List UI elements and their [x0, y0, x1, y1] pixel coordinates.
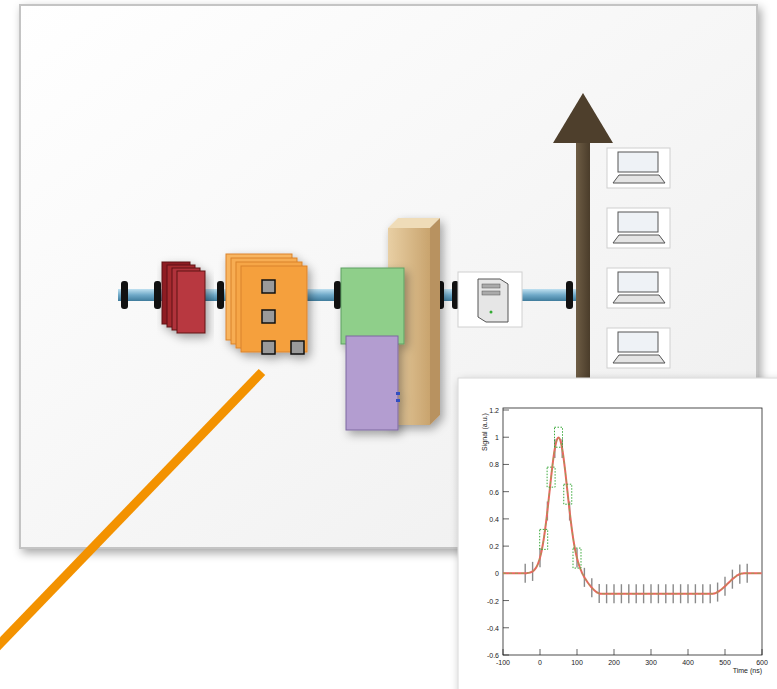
x-tick	[725, 649, 726, 655]
purple-box	[346, 336, 398, 430]
signal-plot	[503, 408, 762, 655]
power-led	[490, 311, 493, 314]
x-tick-label: 400	[682, 659, 694, 666]
connector-bit	[396, 399, 400, 402]
axis-title: Time (ns)	[733, 667, 762, 674]
x-tick-label: 200	[608, 659, 620, 666]
x-tick	[762, 649, 763, 655]
screen	[618, 332, 658, 352]
plot-inset	[458, 378, 777, 689]
arrow-head	[553, 93, 613, 143]
fit-curve	[503, 438, 762, 594]
icon-frame	[607, 268, 670, 308]
tower-body	[478, 279, 508, 322]
chip	[262, 341, 275, 354]
flange	[334, 281, 341, 309]
connector-bit	[396, 392, 400, 395]
y-tick	[503, 518, 509, 519]
chip	[262, 310, 275, 323]
y-tick	[503, 410, 509, 411]
x-tick	[540, 649, 541, 655]
x-tick	[651, 649, 652, 655]
y-tick-label: 1.2	[489, 407, 499, 414]
screen	[618, 212, 658, 232]
signal-curve	[503, 438, 762, 594]
workstation-icon	[607, 148, 670, 188]
icon-frame	[458, 272, 522, 327]
y-tick-label: 0.4	[489, 515, 499, 522]
y-tick-label: 0	[495, 570, 499, 577]
workstation-icon	[607, 328, 670, 368]
y-tick	[503, 655, 509, 656]
x-tick	[614, 649, 615, 655]
screen	[618, 272, 658, 292]
x-tick-label: 300	[645, 659, 657, 666]
icon-frame	[607, 208, 670, 248]
y-tick-label: 0.6	[489, 488, 499, 495]
keyboard	[613, 235, 665, 243]
x-tick-label: 500	[719, 659, 731, 666]
flange	[121, 281, 128, 309]
y-tick-label: -0.6	[487, 652, 499, 659]
x-tick	[688, 649, 689, 655]
sample-box	[547, 467, 555, 487]
green-box	[341, 268, 404, 344]
red-plate	[177, 271, 205, 333]
workstation-icon	[607, 268, 670, 308]
plot-frame	[503, 408, 762, 655]
chip	[291, 341, 304, 354]
chip	[262, 280, 275, 293]
orange-board	[241, 266, 307, 352]
y-tick	[503, 627, 509, 628]
x-tick-label: 600	[756, 659, 768, 666]
y-tick	[503, 600, 509, 601]
x-tick	[503, 649, 504, 655]
keyboard	[613, 175, 665, 183]
flange	[217, 281, 224, 309]
sample-box	[540, 529, 548, 549]
computer-tower-icon	[458, 272, 522, 327]
screen	[618, 152, 658, 172]
keyboard	[613, 295, 665, 303]
red-detector-stack	[162, 262, 205, 333]
slab-side	[430, 218, 440, 425]
workstation-icons	[607, 148, 670, 368]
zoom-leader-line	[0, 372, 262, 648]
icon-frame	[607, 328, 670, 368]
sample-box	[564, 484, 572, 504]
sample-box	[573, 548, 581, 568]
green-purple-unit	[341, 268, 404, 430]
x-tick	[577, 649, 578, 655]
axis-title: Signal (a.u.)	[481, 413, 488, 451]
sample-box	[555, 427, 563, 447]
flange	[154, 281, 161, 309]
y-tick	[503, 491, 509, 492]
y-tick-label: -0.2	[487, 597, 499, 604]
y-tick	[503, 437, 509, 438]
y-tick	[503, 464, 509, 465]
x-tick-label: 0	[538, 659, 542, 666]
x-tick-label: 100	[571, 659, 583, 666]
orange-module-stack	[226, 254, 307, 354]
y-tick-label: -0.4	[487, 624, 499, 631]
y-tick-label: 0.2	[489, 543, 499, 550]
drive-bay	[482, 284, 500, 288]
y-tick-label: 0.8	[489, 461, 499, 468]
keyboard	[613, 355, 665, 363]
y-tick	[503, 546, 509, 547]
drive-bay	[482, 291, 500, 295]
workstation-icon	[607, 208, 670, 248]
flange	[566, 281, 573, 309]
y-tick-label: 1	[495, 434, 499, 441]
icon-frame	[607, 148, 670, 188]
x-tick-label: -100	[496, 659, 510, 666]
